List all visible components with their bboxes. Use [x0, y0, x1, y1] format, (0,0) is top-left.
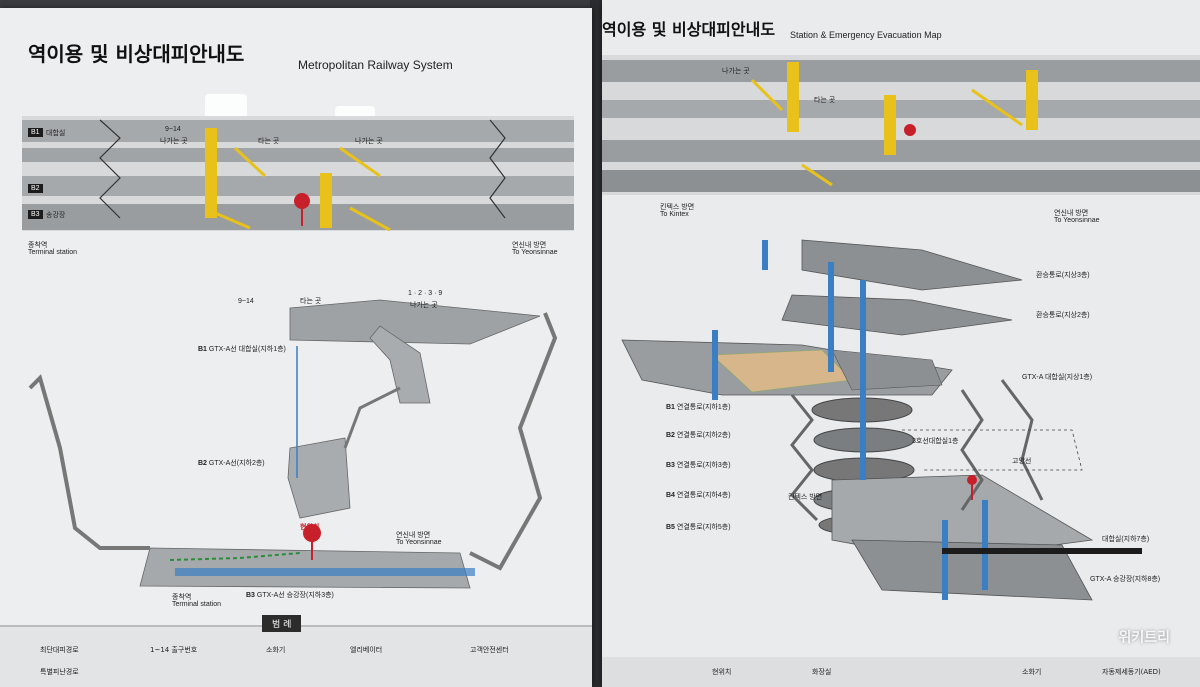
- wall-gap: [590, 0, 602, 687]
- left-title-en: Metropolitan Railway System: [298, 58, 453, 72]
- kintex-dir-label: 킨텍스 방면: [788, 494, 823, 501]
- gtx-b2-label: B2 GTX-A선(지하2층): [198, 460, 265, 467]
- exit-range-lower: 9~14: [238, 298, 254, 305]
- legend-item: 현위치: [712, 668, 732, 676]
- gtx-b3-label: B3 GTX-A선 승강장(지하3층): [246, 592, 334, 599]
- legend-item: 최단대피경로: [40, 646, 79, 654]
- legend-item: 화장실: [812, 668, 832, 676]
- to-kintex-en: To Kintex: [660, 211, 689, 218]
- legend-item: 자동제세동기(AED): [1102, 668, 1161, 676]
- yeonsinnae-lower-ko: 연신내 방면: [396, 532, 431, 539]
- legend-item: 엘리베이터: [350, 646, 383, 654]
- transfer-2f-label: 환승통로(지상2층): [1036, 312, 1090, 319]
- legend-item: 고객안전센터: [470, 646, 509, 654]
- b2-passage: B2 연결통로(지하2층): [666, 432, 731, 439]
- left-title-ko: 역이용 및 비상대피안내도: [28, 42, 245, 66]
- exit-nums: 1 · 2 · 3 · 9: [408, 290, 443, 297]
- b1-passage: B1 연결통로(지하1층): [666, 404, 731, 411]
- exit-range: 9~14: [165, 126, 181, 133]
- to-kintex-ko: 킨텍스 방면: [660, 204, 695, 211]
- legend-item: 소화기: [1022, 668, 1042, 676]
- exit-label: 나가는 곳: [160, 138, 188, 145]
- b5-passage: B5 연결통로(지하5층): [666, 524, 731, 531]
- terminal-lower-en: Terminal station: [172, 601, 222, 608]
- yeonsinnae-ko: 연신내 방면: [512, 242, 547, 249]
- right-poster: 역이용 및 비상대피안내도 Station & Emergency Evacua…: [602, 0, 1200, 687]
- board-label-right: 타는 곳: [814, 97, 836, 104]
- terminal-lower-ko: 종착역: [172, 594, 192, 601]
- yeonsinnae-en: To Yeonsinnae: [512, 249, 558, 256]
- left-poster: 역이용 및 비상대피안내도 Metropolitan Railway Syste…: [0, 8, 592, 687]
- board-label-lower: 타는 곳: [300, 298, 322, 305]
- floor-b2-tag: B2: [28, 184, 43, 193]
- board-label: 타는 곳: [258, 138, 280, 145]
- waiting-b7-label: 대합실(지하7층): [1102, 536, 1150, 543]
- right-legend: 현위치 화장실 소화기 자동제세동기(AED): [602, 657, 1200, 687]
- b3-platform-label: 송강장: [46, 212, 66, 219]
- line3-label: 3호선대합실1층: [912, 438, 959, 445]
- b1-room-label: 대합실: [46, 130, 66, 137]
- to-yeonsinnae-en: To Yeonsinnae: [1054, 217, 1100, 224]
- terminal-ko: 종착역: [28, 242, 48, 249]
- right-title-ko: 역이용 및 비상대피안내도: [602, 20, 776, 39]
- right-map-drawing: [602, 55, 1200, 601]
- right-title-en: Station & Emergency Evacuation Map: [790, 30, 942, 40]
- exit-label-right: 나가는 곳: [722, 68, 750, 75]
- exit-label-2: 나가는 곳: [355, 138, 383, 145]
- b3-passage: B3 연결통로(지하3층): [666, 462, 731, 469]
- watermark-logo: 위키트리: [1118, 630, 1170, 646]
- legend-title: 범 례: [262, 615, 302, 632]
- terminal-en: Terminal station: [28, 249, 78, 256]
- b4-passage: B4 연결통로(지하4층): [666, 492, 731, 499]
- legend-item: 특별피난경로: [40, 668, 79, 676]
- legend-bar: 범 례 최단대피경로 1~14 출구번호 소화기 엘리베이터 고객안전센터 특별…: [0, 615, 592, 687]
- gtx-b1-label: B1 GTX-A선 대합실(지하1층): [198, 346, 286, 353]
- gtx-1f-label: GTX-A 대합실(지상1층): [1022, 374, 1093, 381]
- platform-b8-label: GTX-A 승강장(지하8층): [1090, 576, 1161, 583]
- to-yeonsinnae-ko: 연신내 방면: [1054, 210, 1089, 217]
- goyang-label: 고양선: [1012, 458, 1032, 465]
- exit-label-lower: 나가는 곳: [410, 302, 438, 309]
- floor-b1-tag: B1: [28, 128, 43, 137]
- left-map-drawing: [22, 116, 574, 589]
- yeonsinnae-lower-en: To Yeonsinnae: [396, 539, 442, 546]
- legend-item: 소화기: [266, 646, 286, 654]
- legend-item: 1~14 출구번호: [150, 646, 198, 654]
- floor-b3-tag: B3: [28, 210, 43, 219]
- transfer-3f-label: 환승통로(지상3층): [1036, 272, 1090, 279]
- here-badge: 현위치: [300, 524, 320, 531]
